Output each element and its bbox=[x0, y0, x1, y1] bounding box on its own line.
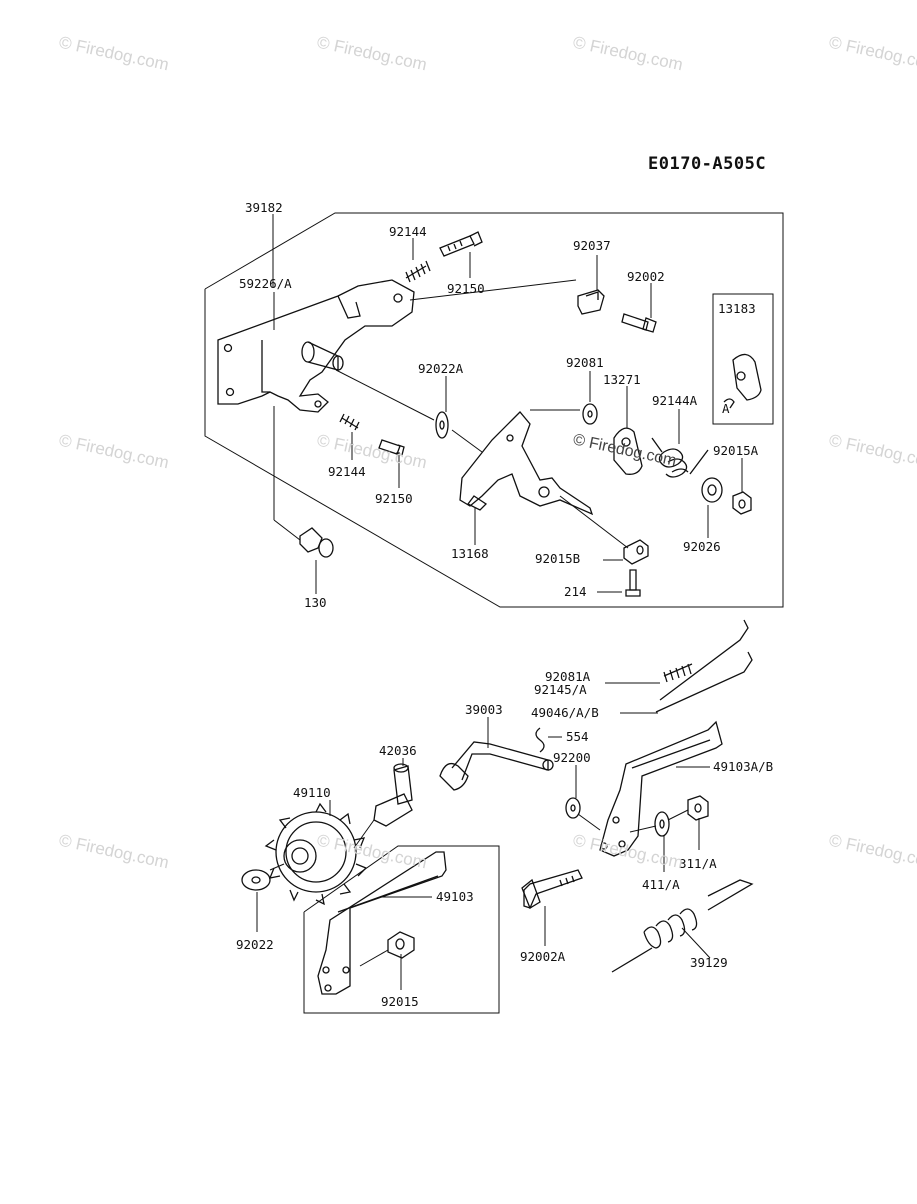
washer-92200 bbox=[565, 797, 581, 819]
pin-554 bbox=[535, 727, 545, 753]
washer-92022a bbox=[435, 411, 449, 439]
lever-13168 bbox=[459, 411, 594, 516]
rod-49046 bbox=[655, 619, 753, 713]
label-42036: 42036 bbox=[379, 743, 417, 758]
collar-92026 bbox=[701, 477, 723, 503]
label-39129: 39129 bbox=[690, 955, 728, 970]
label-92022: 92022 bbox=[236, 937, 274, 952]
washer-411a bbox=[654, 811, 670, 837]
bolt-92150-top bbox=[439, 231, 483, 257]
label-92144-lower: 92144 bbox=[328, 464, 366, 479]
spring-92144-lower bbox=[339, 413, 360, 431]
label-39003: 39003 bbox=[465, 702, 503, 717]
bushing-92015b bbox=[623, 539, 649, 565]
inset-letter: A bbox=[722, 401, 730, 416]
label-411a: 411/A bbox=[642, 877, 680, 892]
label-92150-lower: 92150 bbox=[375, 491, 413, 506]
nut-311a bbox=[687, 795, 709, 821]
label-554: 554 bbox=[566, 729, 589, 744]
reference-code: E0170-A505C bbox=[648, 154, 767, 174]
spring-92144a bbox=[651, 437, 709, 478]
label-92015b: 92015B bbox=[535, 551, 580, 566]
nut-92015a bbox=[732, 491, 752, 515]
label-49103: 49103 bbox=[436, 889, 474, 904]
washer-92022 bbox=[241, 869, 271, 891]
gear-49110 bbox=[264, 802, 368, 906]
label-49103ab: 49103A/B bbox=[713, 759, 773, 774]
bolt-92002a bbox=[521, 869, 583, 909]
screw-214 bbox=[625, 569, 641, 597]
label-92037: 92037 bbox=[573, 238, 611, 253]
label-13271: 13271 bbox=[603, 372, 641, 387]
label-130: 130 bbox=[304, 595, 327, 610]
label-92144-top: 92144 bbox=[389, 224, 427, 239]
upper-assembly-frame bbox=[204, 212, 784, 608]
inset-box-a: A bbox=[712, 293, 774, 425]
label-59226a: 59226/A bbox=[239, 276, 292, 291]
label-39182: 39182 bbox=[245, 200, 283, 215]
label-92002: 92002 bbox=[627, 269, 665, 284]
label-92150-top: 92150 bbox=[447, 281, 485, 296]
part-labels: 39182 92144 92150 92037 92002 59226/A 13… bbox=[236, 200, 773, 1009]
label-92026: 92026 bbox=[683, 539, 721, 554]
label-49046ab: 49046/A/B bbox=[531, 705, 599, 720]
label-92015a: 92015A bbox=[713, 443, 759, 458]
plate-13271 bbox=[613, 427, 643, 475]
label-92081: 92081 bbox=[566, 355, 604, 370]
label-13168: 13168 bbox=[451, 546, 489, 561]
label-92022a: 92022A bbox=[418, 361, 464, 376]
label-49110: 49110 bbox=[293, 785, 331, 800]
clip-92037 bbox=[577, 289, 605, 315]
spring-92145a bbox=[663, 663, 693, 683]
lever-49103ab bbox=[599, 720, 723, 857]
spring-39129 bbox=[611, 879, 754, 973]
shaft-39003 bbox=[439, 741, 554, 791]
screw-92002 bbox=[621, 313, 657, 333]
leader-lines bbox=[256, 214, 743, 990]
lower-inset-box bbox=[303, 845, 500, 1014]
part-42036 bbox=[373, 763, 413, 827]
label-92144a: 92144A bbox=[652, 393, 698, 408]
label-311a: 311/A bbox=[679, 856, 717, 871]
spring-92144-top bbox=[405, 260, 431, 283]
label-92002a: 92002A bbox=[520, 949, 566, 964]
label-92015: 92015 bbox=[381, 994, 419, 1009]
label-214: 214 bbox=[564, 584, 587, 599]
label-92145a: 92145/A bbox=[534, 682, 587, 697]
bracket-plate bbox=[217, 279, 415, 413]
washer-92081 bbox=[582, 403, 598, 425]
label-13183: 13183 bbox=[718, 301, 756, 316]
label-92200: 92200 bbox=[553, 750, 591, 765]
bolt-130 bbox=[299, 527, 334, 558]
label-92081a: 92081A bbox=[545, 669, 591, 684]
